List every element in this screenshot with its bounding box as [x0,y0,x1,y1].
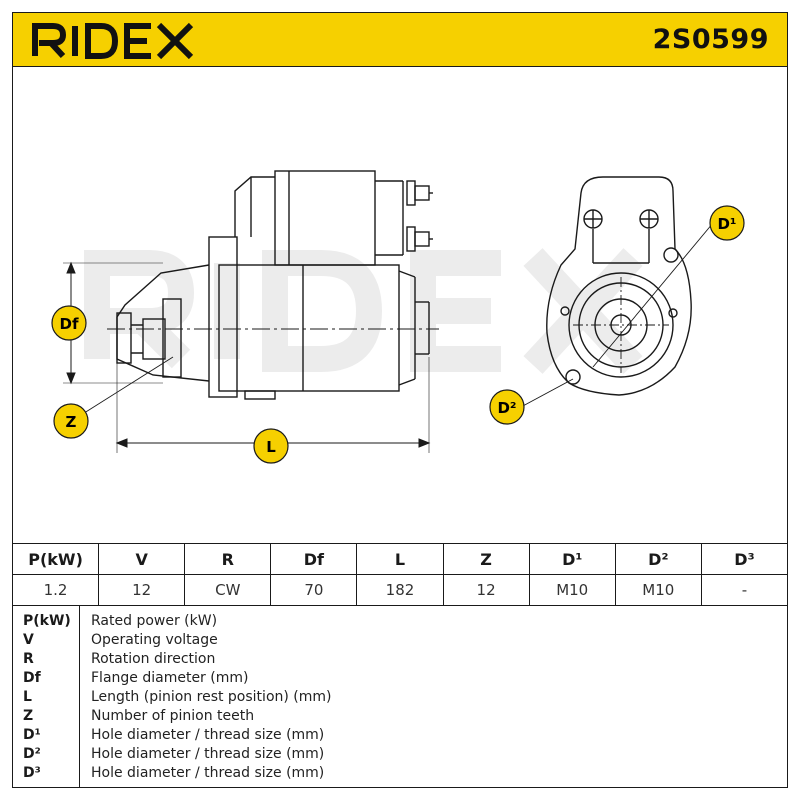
spec-header-cell: D² [614,543,702,575]
legend-description: Flange diameter (mm) [91,670,249,686]
spec-value-cell: M10 [528,574,616,606]
svg-text:Df: Df [60,315,79,333]
svg-text:D²: D² [497,399,516,417]
legend-description: Rated power (kW) [91,613,218,629]
callout-d1: D¹ [709,205,745,241]
spec-header-row: P(kW) V R Df L Z D¹ D² D³ [11,543,789,575]
legend-row: Z Number of pinion teeth [13,708,787,727]
legend-description: Hole diameter / thread size (mm) [91,765,325,781]
legend-row: R Rotation direction [13,651,787,670]
technical-drawing: Df Z L D¹ D² [12,67,788,543]
legend-description: Length (pinion rest position) (mm) [91,689,332,705]
spec-value-cell: 12 [442,574,530,606]
legend-key: P(kW) [23,613,71,629]
legend-row: V Operating voltage [13,632,787,651]
spec-header-cell: V [98,543,186,575]
legend-description: Hole diameter / thread size (mm) [91,727,325,743]
legend-key: D³ [23,765,41,781]
legend-key: Z [23,708,34,724]
spec-value-cell: M10 [614,574,702,606]
legend-row: Df Flange diameter (mm) [13,670,787,689]
legend-row: D³ Hole diameter / thread size (mm) [13,765,787,784]
legend-description: Hole diameter / thread size (mm) [91,746,325,762]
callout-l: L [253,428,289,464]
spec-value-row: 1.2 12 CW 70 182 12 M10 M10 - [11,574,789,606]
spec-header-cell: Df [270,543,358,575]
part-number: 2S0599 [652,24,769,55]
spec-value-cell: 12 [98,574,186,606]
svg-text:Z: Z [66,413,77,431]
callout-d2: D² [489,389,525,425]
legend-key: D² [23,746,41,762]
ridex-logo [32,22,194,59]
legend-row: D² Hole diameter / thread size (mm) [13,746,787,765]
legend-panel: P(kW) Rated power (kW) V Operating volta… [12,606,788,788]
legend-key: R [23,651,34,667]
legend-key: L [23,689,32,705]
svg-text:D¹: D¹ [717,215,736,233]
legend-description: Rotation direction [91,651,216,667]
starter-motor-drawing: Df Z L D¹ D² [51,170,745,464]
watermark-logo [84,248,643,374]
legend-row: P(kW) Rated power (kW) [13,613,787,632]
spec-header-cell: L [356,543,444,575]
legend-divider [79,606,80,787]
spec-value-cell: CW [184,574,272,606]
callout-z: Z [53,403,89,439]
spec-header-cell: D³ [700,543,789,575]
spec-value-cell: - [700,574,789,606]
legend-description: Number of pinion teeth [91,708,255,724]
legend-key: D¹ [23,727,41,743]
spec-value-cell: 70 [270,574,358,606]
header-bar: 2S0599 [12,12,788,67]
legend-key: V [23,632,34,648]
callout-df: Df [51,305,87,341]
spec-header-cell: D¹ [528,543,616,575]
spec-header-cell: P(kW) [11,543,100,575]
legend-row: D¹ Hole diameter / thread size (mm) [13,727,787,746]
side-view [107,170,439,400]
front-view [546,176,692,396]
spec-value-cell: 1.2 [11,574,100,606]
spec-value-cell: 182 [356,574,444,606]
legend-row: L Length (pinion rest position) (mm) [13,689,787,708]
legend-description: Operating voltage [91,632,218,648]
spec-table: P(kW) V R Df L Z D¹ D² D³ 1.2 12 CW 70 1… [11,543,789,606]
spec-header-cell: Z [442,543,530,575]
spec-header-cell: R [184,543,272,575]
svg-text:L: L [266,438,276,456]
legend-key: Df [23,670,41,686]
